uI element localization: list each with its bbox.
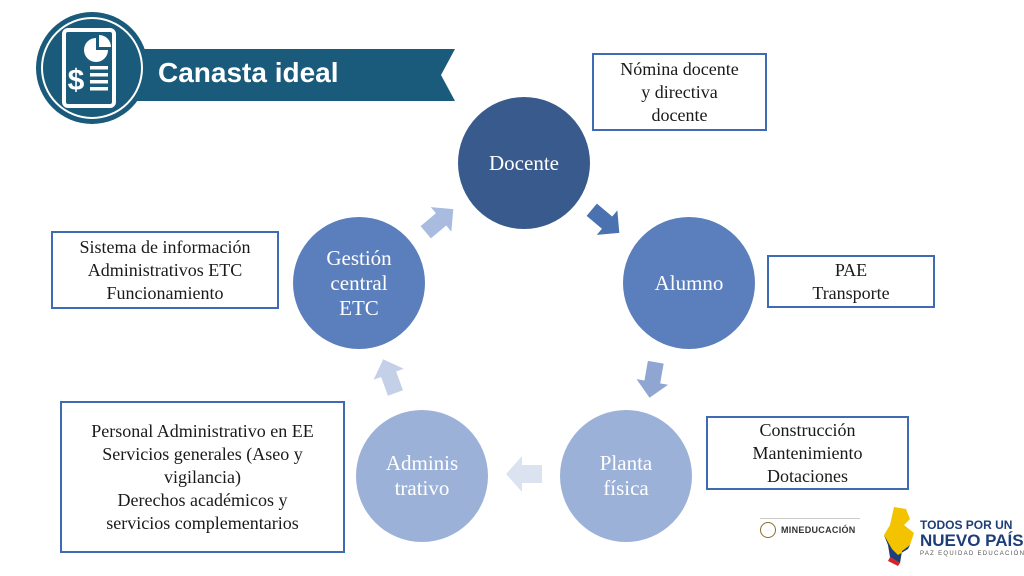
box-personal-text: Personal Administrativo en EE Servicios … <box>91 420 314 533</box>
node-gestion-central-label: Gestión central ETC <box>326 245 392 320</box>
box-nomina: Nómina docente y directiva docente <box>592 53 767 131</box>
node-administrativo: Adminis trativo <box>356 410 488 542</box>
node-docente-label: Docente <box>489 150 559 175</box>
node-alumno-label: Alumno <box>654 270 724 295</box>
todos-line1: TODOS POR UN <box>920 518 1013 532</box>
box-sistema-text: Sistema de información Administrativos E… <box>79 236 251 303</box>
svg-text:$: $ <box>68 64 85 97</box>
box-pae: PAE Transporte <box>767 255 935 308</box>
title-banner: Canasta ideal <box>95 49 455 101</box>
box-sistema: Sistema de información Administrativos E… <box>51 231 279 309</box>
arrow-alumno-to-planta <box>636 360 669 398</box>
node-administrativo-label: Adminis trativo <box>385 451 459 500</box>
box-personal: Personal Administrativo en EE Servicios … <box>60 401 345 553</box>
logo-divider <box>760 518 860 519</box>
banner-ribbon <box>95 49 455 101</box>
arrow-gestion-to-docente <box>420 207 454 239</box>
colombia-map-icon <box>884 507 914 566</box>
todos-text: TODOS POR UN NUEVO PAÍS PAZ EQUIDAD EDUC… <box>920 519 1024 559</box>
box-nomina-text: Nómina docente y directiva docente <box>620 58 739 125</box>
todos-por-un-nuevo-pais-logo: TODOS POR UN NUEVO PAÍS PAZ EQUIDAD EDUC… <box>880 505 1024 569</box>
box-pae-text: PAE Transporte <box>812 259 890 303</box>
todos-line2: NUEVO PAÍS <box>920 531 1024 550</box>
invoice-chart-icon: $ <box>34 10 150 126</box>
node-alumno: Alumno <box>623 217 755 349</box>
arrow-planta-to-administrativo <box>506 456 542 492</box>
box-construccion: Construcción Mantenimiento Dotaciones <box>706 416 909 490</box>
coat-of-arms-icon <box>760 522 776 538</box>
page-title: Canasta ideal <box>158 57 339 88</box>
arrow-administrativo-to-gestion <box>373 359 404 396</box>
node-docente: Docente <box>458 97 590 229</box>
arrow-docente-to-alumno <box>586 203 620 235</box>
node-planta-fisica: Planta física <box>560 410 692 542</box>
box-construccion-text: Construcción Mantenimiento Dotaciones <box>752 419 863 486</box>
node-gestion-central: Gestión central ETC <box>293 217 425 349</box>
mineducacion-logo: MINEDUCACIÓN <box>760 518 860 538</box>
node-planta-fisica-label: Planta física <box>599 451 653 500</box>
todos-line3: PAZ EQUIDAD EDUCACIÓN <box>920 551 1024 557</box>
mineducacion-text: MINEDUCACIÓN <box>781 525 856 535</box>
